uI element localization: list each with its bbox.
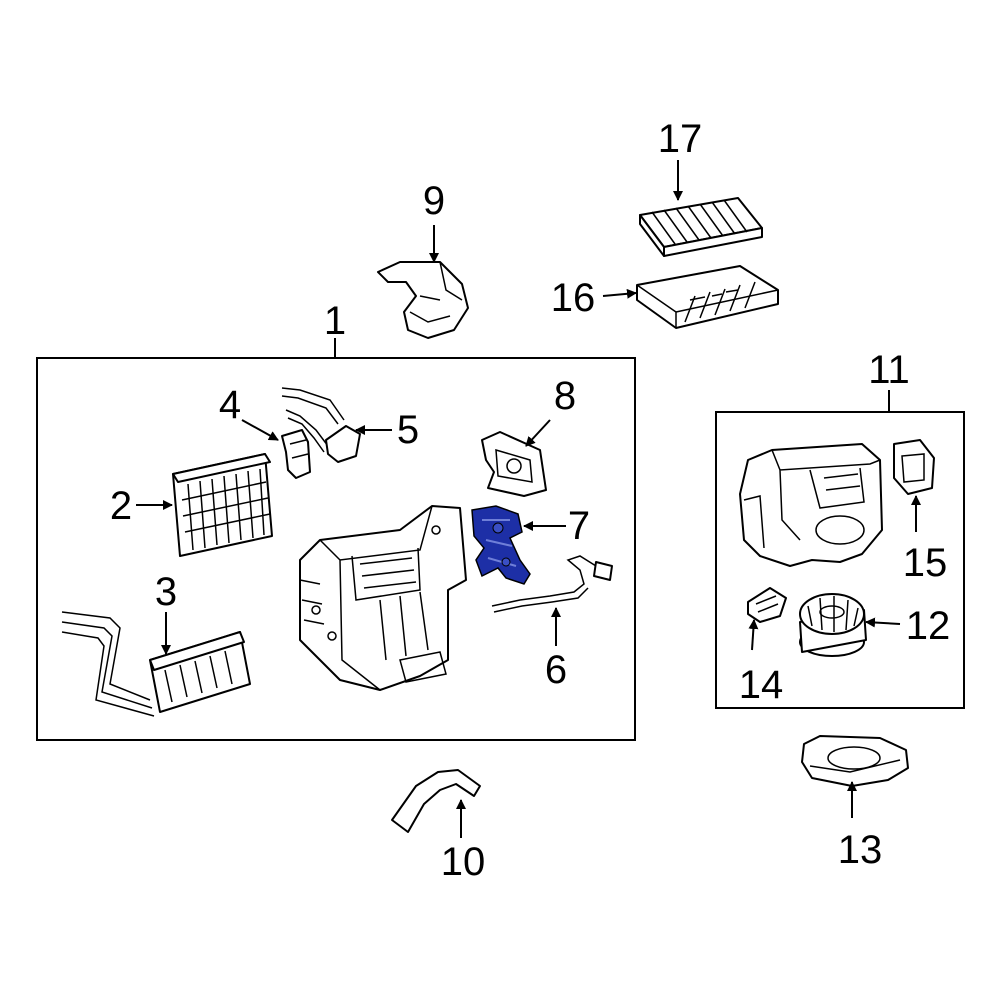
callout-2: 2 (110, 484, 132, 528)
part-3-heater-core[interactable] (61, 611, 251, 717)
callout-3: 3 (155, 570, 177, 614)
callout-10: 10 (441, 840, 486, 884)
callout-15: 15 (903, 541, 948, 585)
leader-14 (748, 619, 759, 651)
part-14-connector[interactable] (747, 587, 787, 623)
part-4-expansion-valve[interactable] (281, 429, 311, 479)
blower-case-assembly[interactable] (739, 443, 883, 567)
callout-7: 7 (568, 504, 590, 548)
callout-14: 14 (739, 663, 784, 707)
part-10-hose[interactable] (391, 769, 481, 833)
callout-13: 13 (838, 828, 883, 872)
part-15-resistor[interactable] (893, 439, 935, 495)
part-16-filter-housing[interactable] (636, 265, 779, 329)
callout-12: 12 (906, 604, 951, 648)
callout-6: 6 (545, 648, 567, 692)
part-6-wire-harness[interactable] (491, 555, 613, 613)
callout-11: 11 (868, 348, 910, 392)
leader-8 (525, 419, 551, 447)
leader-16 (602, 288, 637, 299)
leader-12 (865, 617, 901, 628)
callout-5: 5 (397, 408, 419, 452)
callout-17: 17 (658, 117, 703, 161)
part-12-blower-motor[interactable] (799, 593, 867, 657)
part-13-motor-cover[interactable] (801, 735, 909, 787)
part-8-actuator[interactable] (481, 431, 547, 497)
callout-16: 16 (551, 276, 596, 320)
callout-4: 4 (219, 383, 241, 427)
part-7-actuator-highlighted[interactable] (471, 505, 531, 585)
hvac-case-assembly[interactable] (299, 505, 467, 691)
assembly-frame-11 (715, 411, 965, 709)
part-2-evaporator[interactable] (172, 453, 273, 557)
part-17-cabin-filter[interactable] (639, 197, 763, 257)
callout-8: 8 (554, 374, 576, 418)
leader-4 (241, 419, 279, 441)
callout-1: 1 (324, 299, 346, 343)
part-9-duct[interactable] (377, 261, 469, 339)
part-5-pipe-assembly[interactable] (281, 387, 361, 463)
callout-9: 9 (423, 179, 445, 223)
